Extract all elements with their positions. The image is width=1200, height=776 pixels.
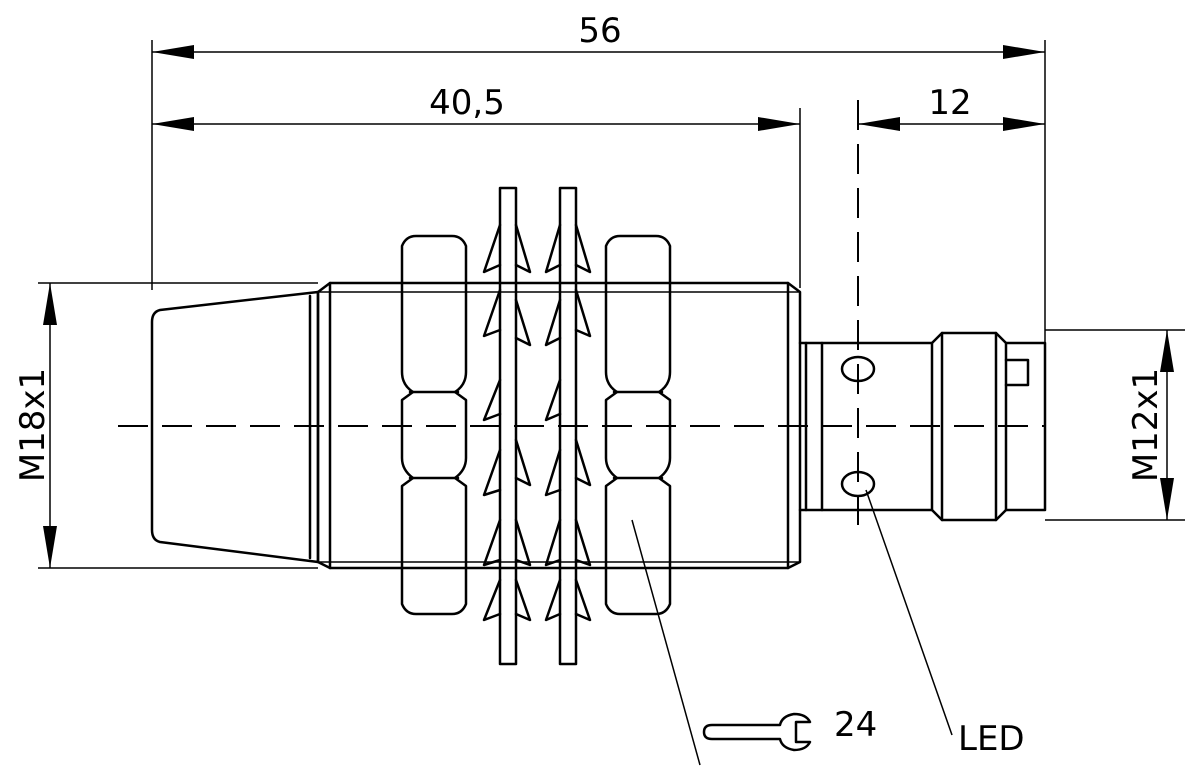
dimension-housing-thread [43,283,57,568]
led-window-top [840,355,876,383]
connector-length-label: 12 [928,83,971,123]
hex-nut-left [400,234,468,616]
connector-key-notch [1004,358,1030,387]
led-window-bottom [840,470,876,498]
housing-length-label: 40,5 [429,83,505,123]
dimension-housing [152,117,800,131]
lock-washer-right [544,186,592,666]
dimension-overall [152,45,1045,59]
led-label: LED [958,719,1025,759]
led-leader-line [865,489,953,736]
overall-length-label: 56 [578,11,621,51]
wrench-leader-line [631,519,701,766]
wrench-icon [702,712,812,752]
connector-thread-label: M12x1 [1126,368,1166,482]
wrench-size-label: 24 [834,705,877,745]
hex-nut-right [604,234,672,616]
sensing-face-cap [150,290,320,564]
housing-thread-label: M18x1 [13,368,53,482]
dimension-connector-thread [1160,330,1174,520]
dimension-connector [858,117,1045,131]
extension-lines [38,40,1185,569]
connector-thread [930,331,1047,522]
connector-body [798,341,934,512]
lock-washer-left [482,186,532,666]
